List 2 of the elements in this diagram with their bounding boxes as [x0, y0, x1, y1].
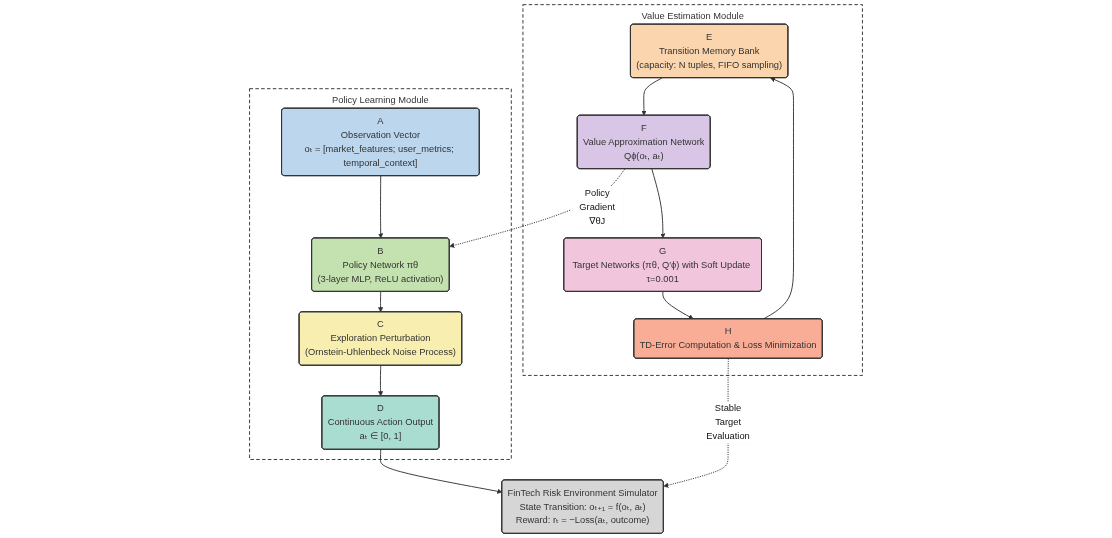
- edge-label: Stable Target Evaluation: [706, 403, 750, 442]
- edge-label: Policy Gradient ∇θJ: [579, 187, 616, 226]
